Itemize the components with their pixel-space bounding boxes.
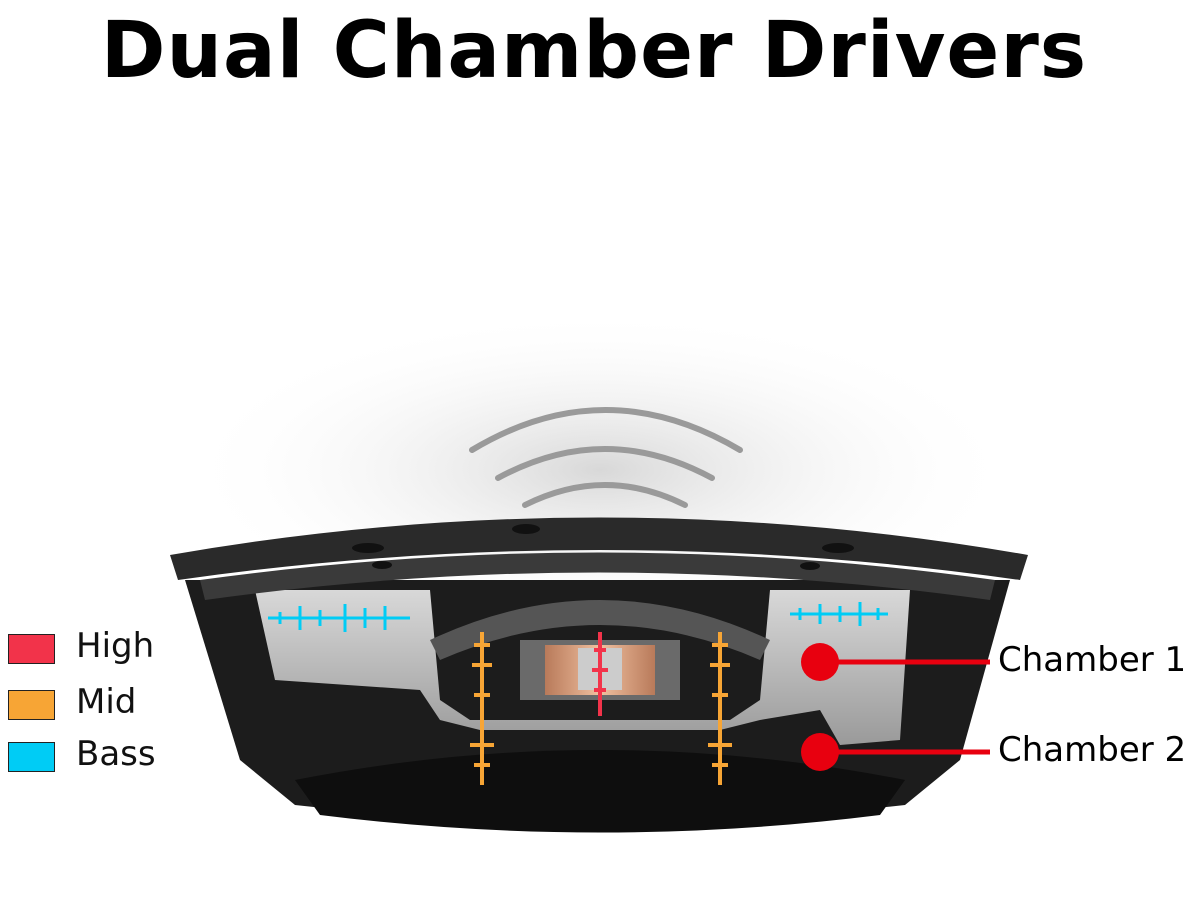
inner-chamber-wall (255, 590, 910, 745)
housing-top-cap (170, 517, 1028, 580)
mid-frequency-wave (470, 632, 732, 785)
chamber-2-callout (801, 733, 990, 771)
mid-swatch (8, 690, 55, 720)
vent-holes (352, 524, 854, 570)
diaphragm (430, 600, 770, 660)
legend-label: High (76, 626, 155, 666)
legend-label: Mid (76, 682, 137, 722)
page-title: Dual Chamber Drivers (100, 6, 1088, 96)
bass-frequency-wave (268, 602, 888, 632)
sound-wave-icon (469, 407, 743, 508)
high-frequency-wave (592, 632, 608, 716)
legend-label: Bass (76, 734, 156, 774)
high-swatch (8, 634, 55, 664)
chamber-1-callout (801, 643, 990, 681)
top-cap-rim (200, 552, 995, 600)
chamber-1-label: Chamber 1 (998, 640, 1187, 680)
bass-swatch (8, 742, 55, 772)
chamber-2-label: Chamber 2 (998, 730, 1187, 770)
housing-bottom (295, 750, 905, 833)
